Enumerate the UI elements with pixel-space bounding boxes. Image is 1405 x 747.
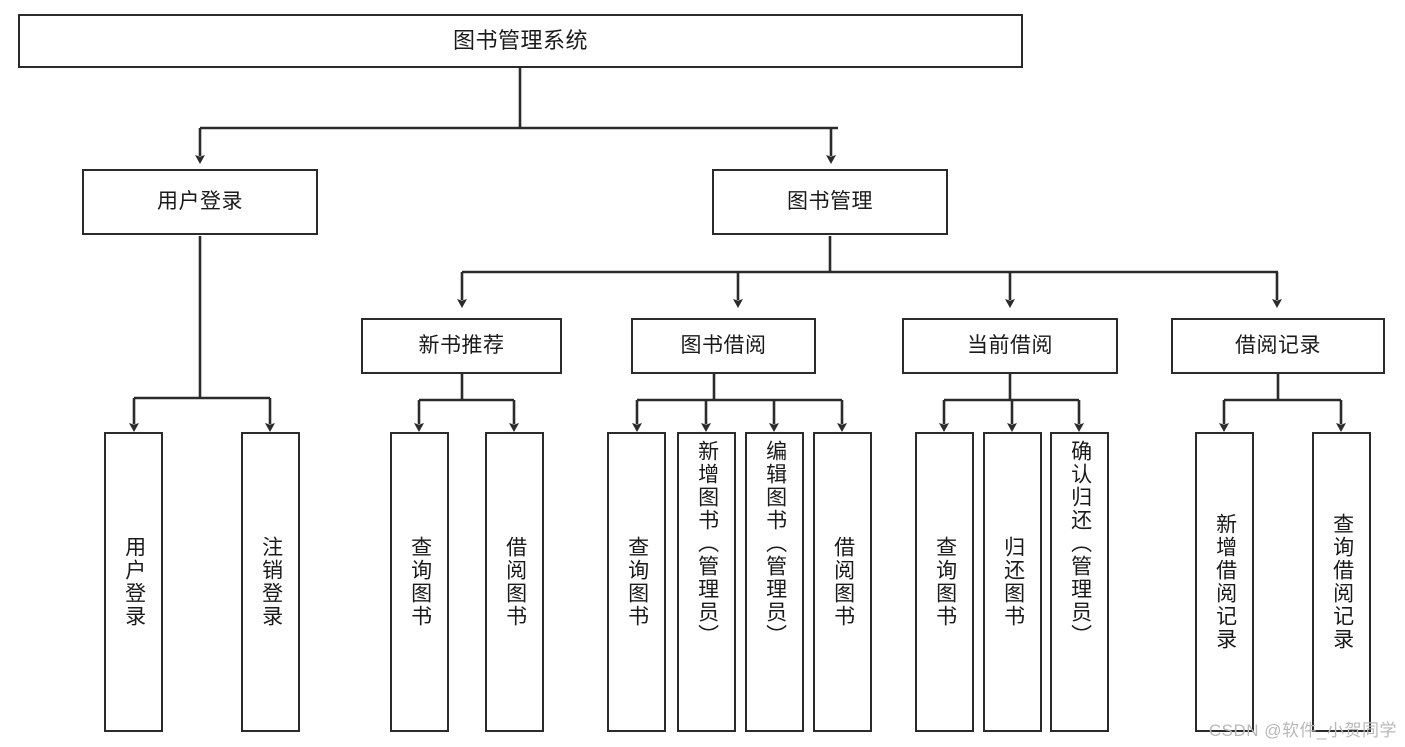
leaf-edit-book-admin[interactable]: 编辑图书（管理员） [745,432,804,732]
node-label: 借阅记录 [1235,334,1321,358]
node-borrow-record[interactable]: 借阅记录 [1171,318,1385,374]
leaf-query-book-borrow[interactable]: 查询图书 [607,432,666,732]
node-label: 编辑图书（管理员） [763,440,787,647]
node-label: 查询图书 [625,536,649,628]
leaf-confirm-return-admin[interactable]: 确认归还（管理员） [1050,432,1109,732]
csdn-watermark: CSDN @软件_小贺同学 [1208,721,1397,740]
leaf-user-login[interactable]: 用户登录 [104,432,163,732]
node-label: 图书借阅 [680,334,767,358]
node-label: 图书管理 [787,190,873,214]
node-label: 新增借阅记录 [1213,513,1237,651]
leaf-borrow-book-recommend[interactable]: 借阅图书 [485,432,544,732]
node-label: 当前借阅 [967,334,1053,358]
node-label: 借阅图书 [503,536,527,628]
node-label: 查询图书 [408,536,432,628]
node-book-management[interactable]: 图书管理 [712,169,948,235]
node-current-borrow[interactable]: 当前借阅 [902,318,1118,374]
node-label: 查询借阅记录 [1330,513,1354,651]
leaf-query-book-current[interactable]: 查询图书 [915,432,974,732]
leaf-return-book[interactable]: 归还图书 [983,432,1042,732]
node-book-borrow[interactable]: 图书借阅 [631,318,816,374]
node-label: 归还图书 [1001,536,1025,628]
node-user-login[interactable]: 用户登录 [82,169,318,235]
leaf-add-borrow-record[interactable]: 新增借阅记录 [1195,432,1254,732]
node-root-system[interactable]: 图书管理系统 [18,14,1023,68]
node-label: 注销登录 [259,536,283,628]
node-label: 用户登录 [157,190,243,214]
node-new-book-recommend[interactable]: 新书推荐 [361,318,562,374]
node-label: 借阅图书 [831,536,855,628]
leaf-borrow-book[interactable]: 借阅图书 [813,432,872,732]
leaf-add-book-admin[interactable]: 新增图书（管理员） [677,432,736,732]
leaf-logout[interactable]: 注销登录 [241,432,300,732]
node-label: 查询图书 [933,536,957,628]
node-label: 确认归还（管理员） [1068,440,1092,647]
leaf-query-book-recommend[interactable]: 查询图书 [390,432,449,732]
node-label: 图书管理系统 [452,27,588,53]
node-label: 用户登录 [122,536,146,628]
node-label: 新书推荐 [418,334,505,358]
leaf-query-borrow-record[interactable]: 查询借阅记录 [1312,432,1371,732]
node-label: 新增图书（管理员） [695,440,719,647]
